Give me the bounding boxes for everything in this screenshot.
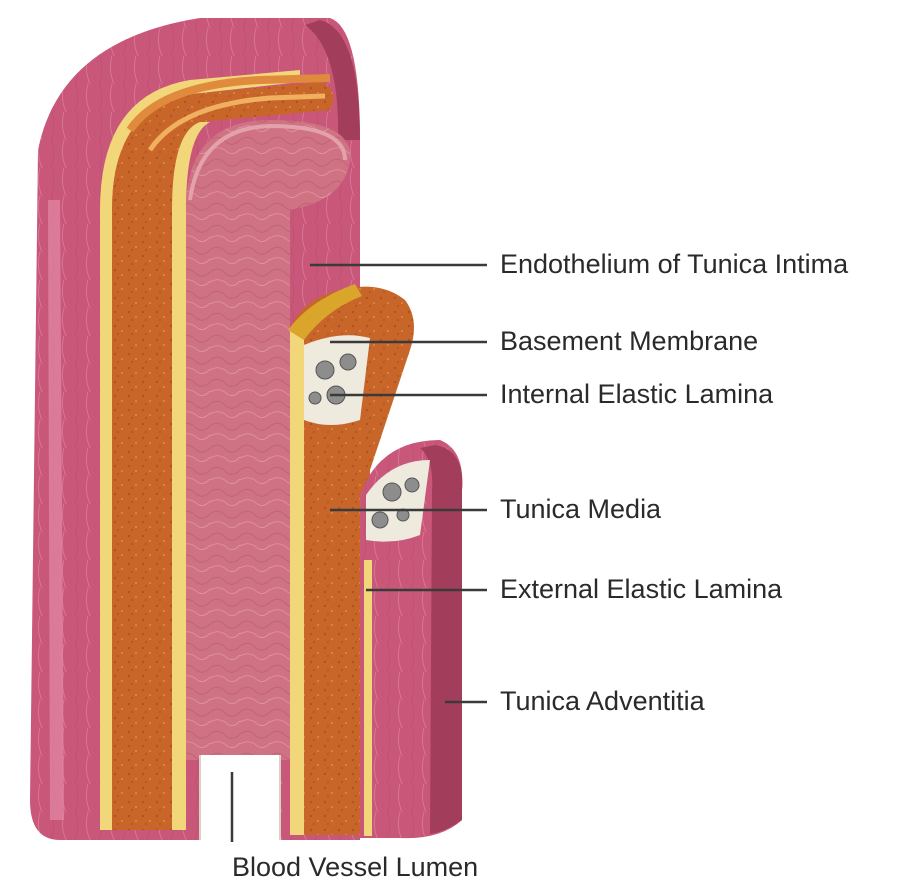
internal-elastic-middle [290,326,304,835]
label-basement-membrane: Basement Membrane [500,326,758,356]
right-vessel-section [360,440,462,838]
label-internal-elastic-lamina: Internal Elastic Lamina [500,379,774,409]
label-blood-vessel-lumen: Blood Vessel Lumen [232,852,478,882]
blood-vessel-lumen [200,755,280,840]
label-tunica-media: Tunica Media [500,494,662,524]
external-elastic-right [364,560,372,836]
internal-elastic-cut-face [304,335,370,425]
label-tunica-adventitia: Tunica Adventitia [500,686,706,716]
label-endothelium: Endothelium of Tunica Intima [500,249,849,279]
label-external-elastic-lamina: External Elastic Lamina [500,574,783,604]
